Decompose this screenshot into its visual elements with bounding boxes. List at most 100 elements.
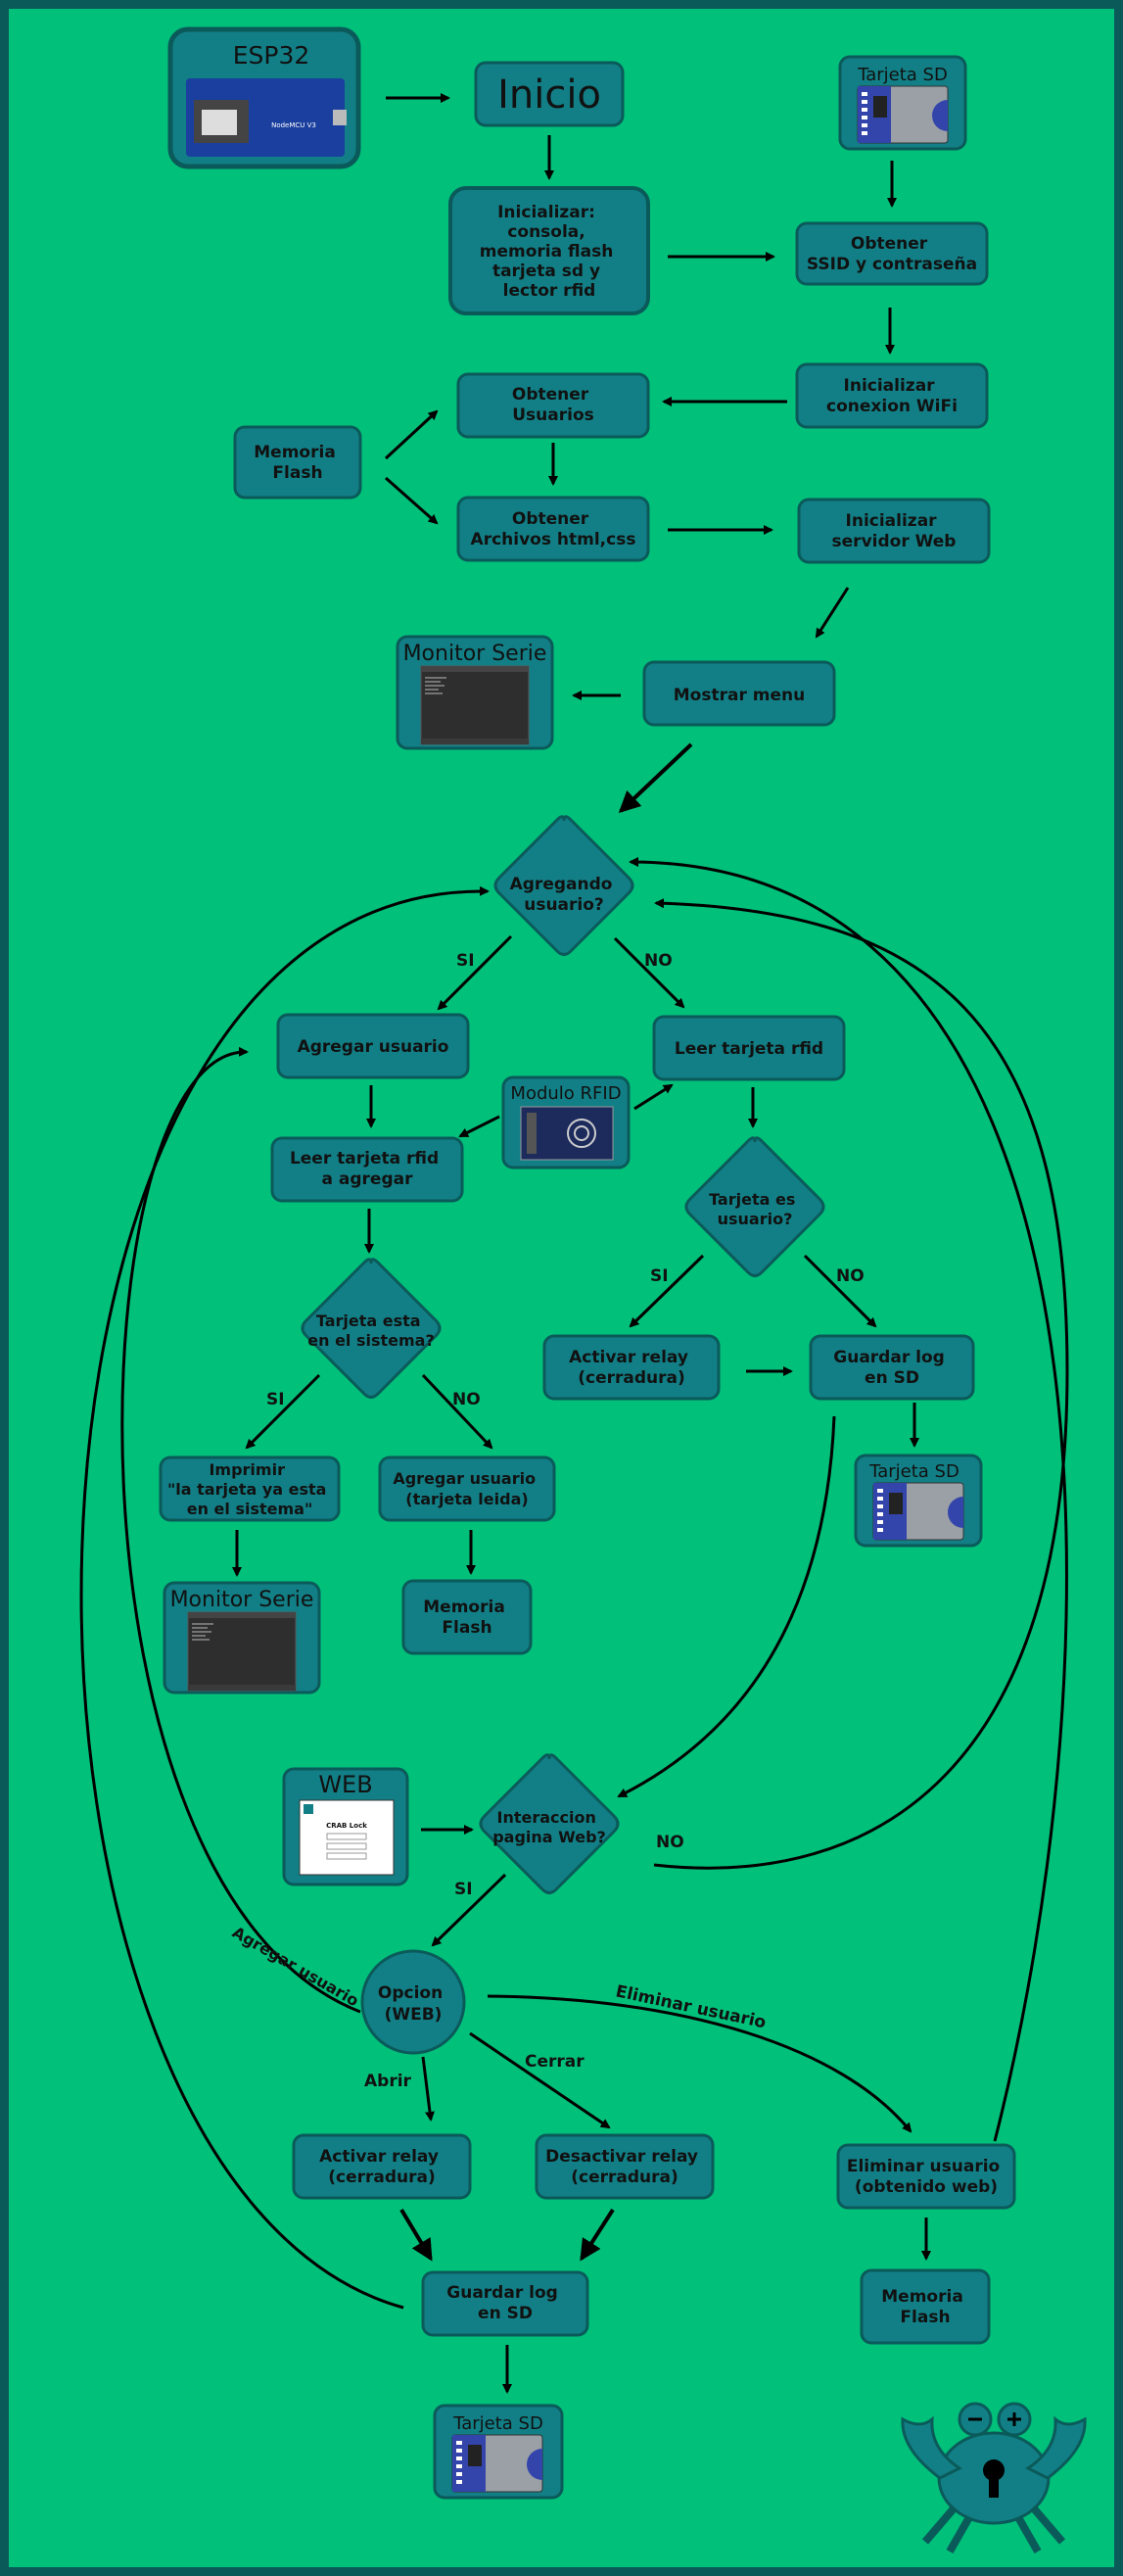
web-node: WEB CRAB Lock	[282, 1767, 409, 1886]
tarjeta-sd-node-top: Tarjeta SD	[838, 55, 967, 151]
serial-monitor-icon	[420, 665, 530, 745]
edge-no-agregarleida	[421, 1373, 493, 1450]
edge-no-leer	[613, 936, 685, 1009]
edge-menu-decision	[618, 742, 693, 814]
sd-card-icon	[872, 1482, 964, 1541]
svg-text:Inicializar conexion WiF: Inicializar conexion WiFi	[826, 376, 958, 416]
edge-no-loop	[653, 898, 1069, 1870]
monitor-serie-node-bottom: Monitor Serie	[163, 1581, 321, 1694]
edge-flash-usuarios	[384, 409, 439, 460]
label-no-2: NO	[836, 1266, 865, 1286]
tarjeta-sd-node-mid: Tarjeta SD	[854, 1454, 983, 1548]
svg-text:Memoria Flash: Memoria Flash	[881, 2287, 968, 2327]
label-no-3: NO	[452, 1390, 481, 1409]
svg-text:Tarjeta SD: Tarjeta SD	[857, 65, 948, 85]
obtener-archivos-node: Obtener Archivos html,css	[456, 496, 650, 562]
tarjeta-sd-node-bottom: Tarjeta SD	[433, 2404, 564, 2500]
svg-text:Eliminar usuario (obteni: Eliminar usuario (obtenido web)	[847, 2157, 1006, 2197]
inicio-node: Inicio	[474, 61, 625, 127]
svg-text:Memoria Flash: Memoria Flash	[254, 443, 341, 483]
edge-agregar-loop	[120, 1046, 361, 2014]
svg-text:Modulo RFID: Modulo RFID	[510, 1083, 621, 1104]
edge-desactivar-log	[580, 2208, 615, 2262]
svg-text:Leer tarjeta rfid a agre: Leer tarjeta rfid a agregar	[290, 1149, 445, 1189]
sd-card-icon	[857, 85, 949, 144]
guardar-log-node-bottom: Guardar log en SD	[421, 2270, 589, 2337]
edge-abrir	[421, 2056, 435, 2122]
sd-card-icon	[451, 2434, 543, 2493]
svg-text:Tarjeta SD: Tarjeta SD	[452, 2413, 543, 2434]
interaccion-web-decision: Interaccion pagina Web?	[479, 1753, 620, 1894]
web-page-icon: CRAB Lock	[299, 1799, 395, 1876]
svg-text:Monitor Serie: Monitor Serie	[403, 642, 547, 666]
agregar-usuario-node: Agregar usuario	[276, 1013, 470, 1079]
edge-flash-archivos	[385, 476, 439, 525]
label-si-2: SI	[650, 1266, 669, 1286]
svg-text:Guardar log en SD: Guardar log en SD	[446, 2283, 563, 2323]
memoria-flash-node-top: Memoria Flash	[233, 425, 362, 500]
svg-text:Monitor Serie: Monitor Serie	[170, 1588, 314, 1612]
leer-rfid-agregar-node: Leer tarjeta rfid a agregar	[270, 1136, 464, 1203]
svg-text:Inicializar: consola,: Inicializar: consola, memoria flash tarj…	[480, 203, 619, 301]
crab-lock-logo-icon	[901, 2402, 1087, 2553]
edge-web-menu	[815, 587, 850, 639]
opcion-web-node: Opcion (WEB)	[360, 1949, 466, 2055]
edges	[79, 93, 1069, 2394]
label-no-1: NO	[644, 951, 673, 971]
esp32-title: ESP32	[233, 41, 310, 70]
edge-log-interaccion	[617, 1415, 836, 1798]
init-wifi-node: Inicializar conexion WiFi	[795, 362, 989, 429]
desactivar-relay-node: Desactivar relay (cerradura)	[535, 2133, 715, 2200]
modulo-rfid-node: Modulo RFID	[501, 1075, 631, 1169]
svg-text:Memoria Flash: Memoria Flash	[423, 1598, 510, 1638]
label-si-1: SI	[456, 951, 475, 971]
label-si-4: SI	[454, 1880, 473, 1899]
edge-si-imprimir	[245, 1373, 321, 1450]
svg-text:Agregar usuario: Agregar usuario	[298, 1037, 449, 1057]
svg-text:Imprimir "la tarjeta ya: Imprimir "la tarjeta ya esta en el siste…	[167, 1460, 332, 1518]
svg-text:Tarjeta es usuario?: Tarjeta es usuario?	[709, 1190, 801, 1228]
svg-text:Agregar usuario (tarjeta: Agregar usuario (tarjeta leida)	[393, 1469, 540, 1508]
serial-monitor-icon	[187, 1611, 297, 1692]
mostrar-menu-node: Mostrar menu	[642, 660, 836, 727]
edge-cerrar	[469, 2031, 611, 2129]
label-no-4: NO	[656, 1833, 684, 1852]
svg-text:Inicializar servidor Web: Inicializar servidor Web	[832, 511, 957, 551]
obtener-ssid-node: Obtener SSID y contraseña	[795, 221, 989, 286]
edge-si-agregar	[437, 934, 513, 1011]
activar-relay-node-mid: Activar relay (cerradura)	[542, 1334, 721, 1401]
obtener-usuarios-node: Obtener Usuarios	[456, 372, 650, 439]
label-si-3: SI	[266, 1390, 285, 1409]
label-cerrar: Cerrar	[525, 2052, 585, 2072]
svg-text:Interaccion pagina Web?: Interaccion pagina Web?	[492, 1808, 606, 1846]
edge-si-opcion	[431, 1873, 507, 1947]
svg-text:Tarjeta esta en el siste: Tarjeta esta en el sistema?	[307, 1312, 435, 1350]
esp32-node: ESP32 NodeMCU V3	[167, 26, 361, 169]
edge-rfid-leer	[633, 1083, 674, 1111]
svg-text:Agregando usuario?: Agregando usuario?	[510, 875, 619, 915]
inicializar-node: Inicializar: consola, memoria flash tarj…	[448, 186, 650, 315]
svg-text:Leer tarjeta rfid: Leer tarjeta rfid	[675, 1039, 823, 1059]
svg-text:Activar relay (cerradura: Activar relay (cerradura)	[569, 1348, 694, 1388]
svg-text:Activar relay (cerradura: Activar relay (cerradura)	[319, 2147, 445, 2187]
esp32-board-icon: NodeMCU V3	[186, 78, 347, 157]
rfid-module-icon	[520, 1106, 614, 1161]
edge-eliminar	[487, 1994, 912, 2133]
svg-text:Obtener SSID y contraseñ: Obtener SSID y contraseña	[807, 234, 977, 274]
tarjeta-en-sistema-decision: Tarjeta esta en el sistema?	[301, 1258, 442, 1399]
agregando-usuario-decision: Agregando usuario?	[493, 815, 634, 956]
activar-relay-node-bottom: Activar relay (cerradura)	[292, 2133, 472, 2200]
esp32-board-label: NodeMCU V3	[271, 121, 316, 129]
eliminar-usuario-node: Eliminar usuario (obtenido web)	[836, 2143, 1016, 2210]
svg-text:Obtener Usuarios: Obtener Usuarios	[512, 385, 594, 425]
edge-si-relay	[629, 1254, 705, 1328]
inicio-label: Inicio	[497, 72, 601, 118]
edge-relay-log	[399, 2208, 433, 2262]
svg-text:Opcion (WEB): Opcion (WEB)	[378, 1983, 448, 2025]
svg-text:CRAB Lock: CRAB Lock	[326, 1822, 367, 1830]
edge-eliminar-loop	[629, 857, 1068, 2142]
svg-text:Guardar log en SD: Guardar log en SD	[833, 1348, 950, 1388]
svg-text:Obtener Archivos html,cs: Obtener Archivos html,css	[471, 509, 636, 549]
guardar-log-node-mid: Guardar log en SD	[809, 1334, 975, 1401]
